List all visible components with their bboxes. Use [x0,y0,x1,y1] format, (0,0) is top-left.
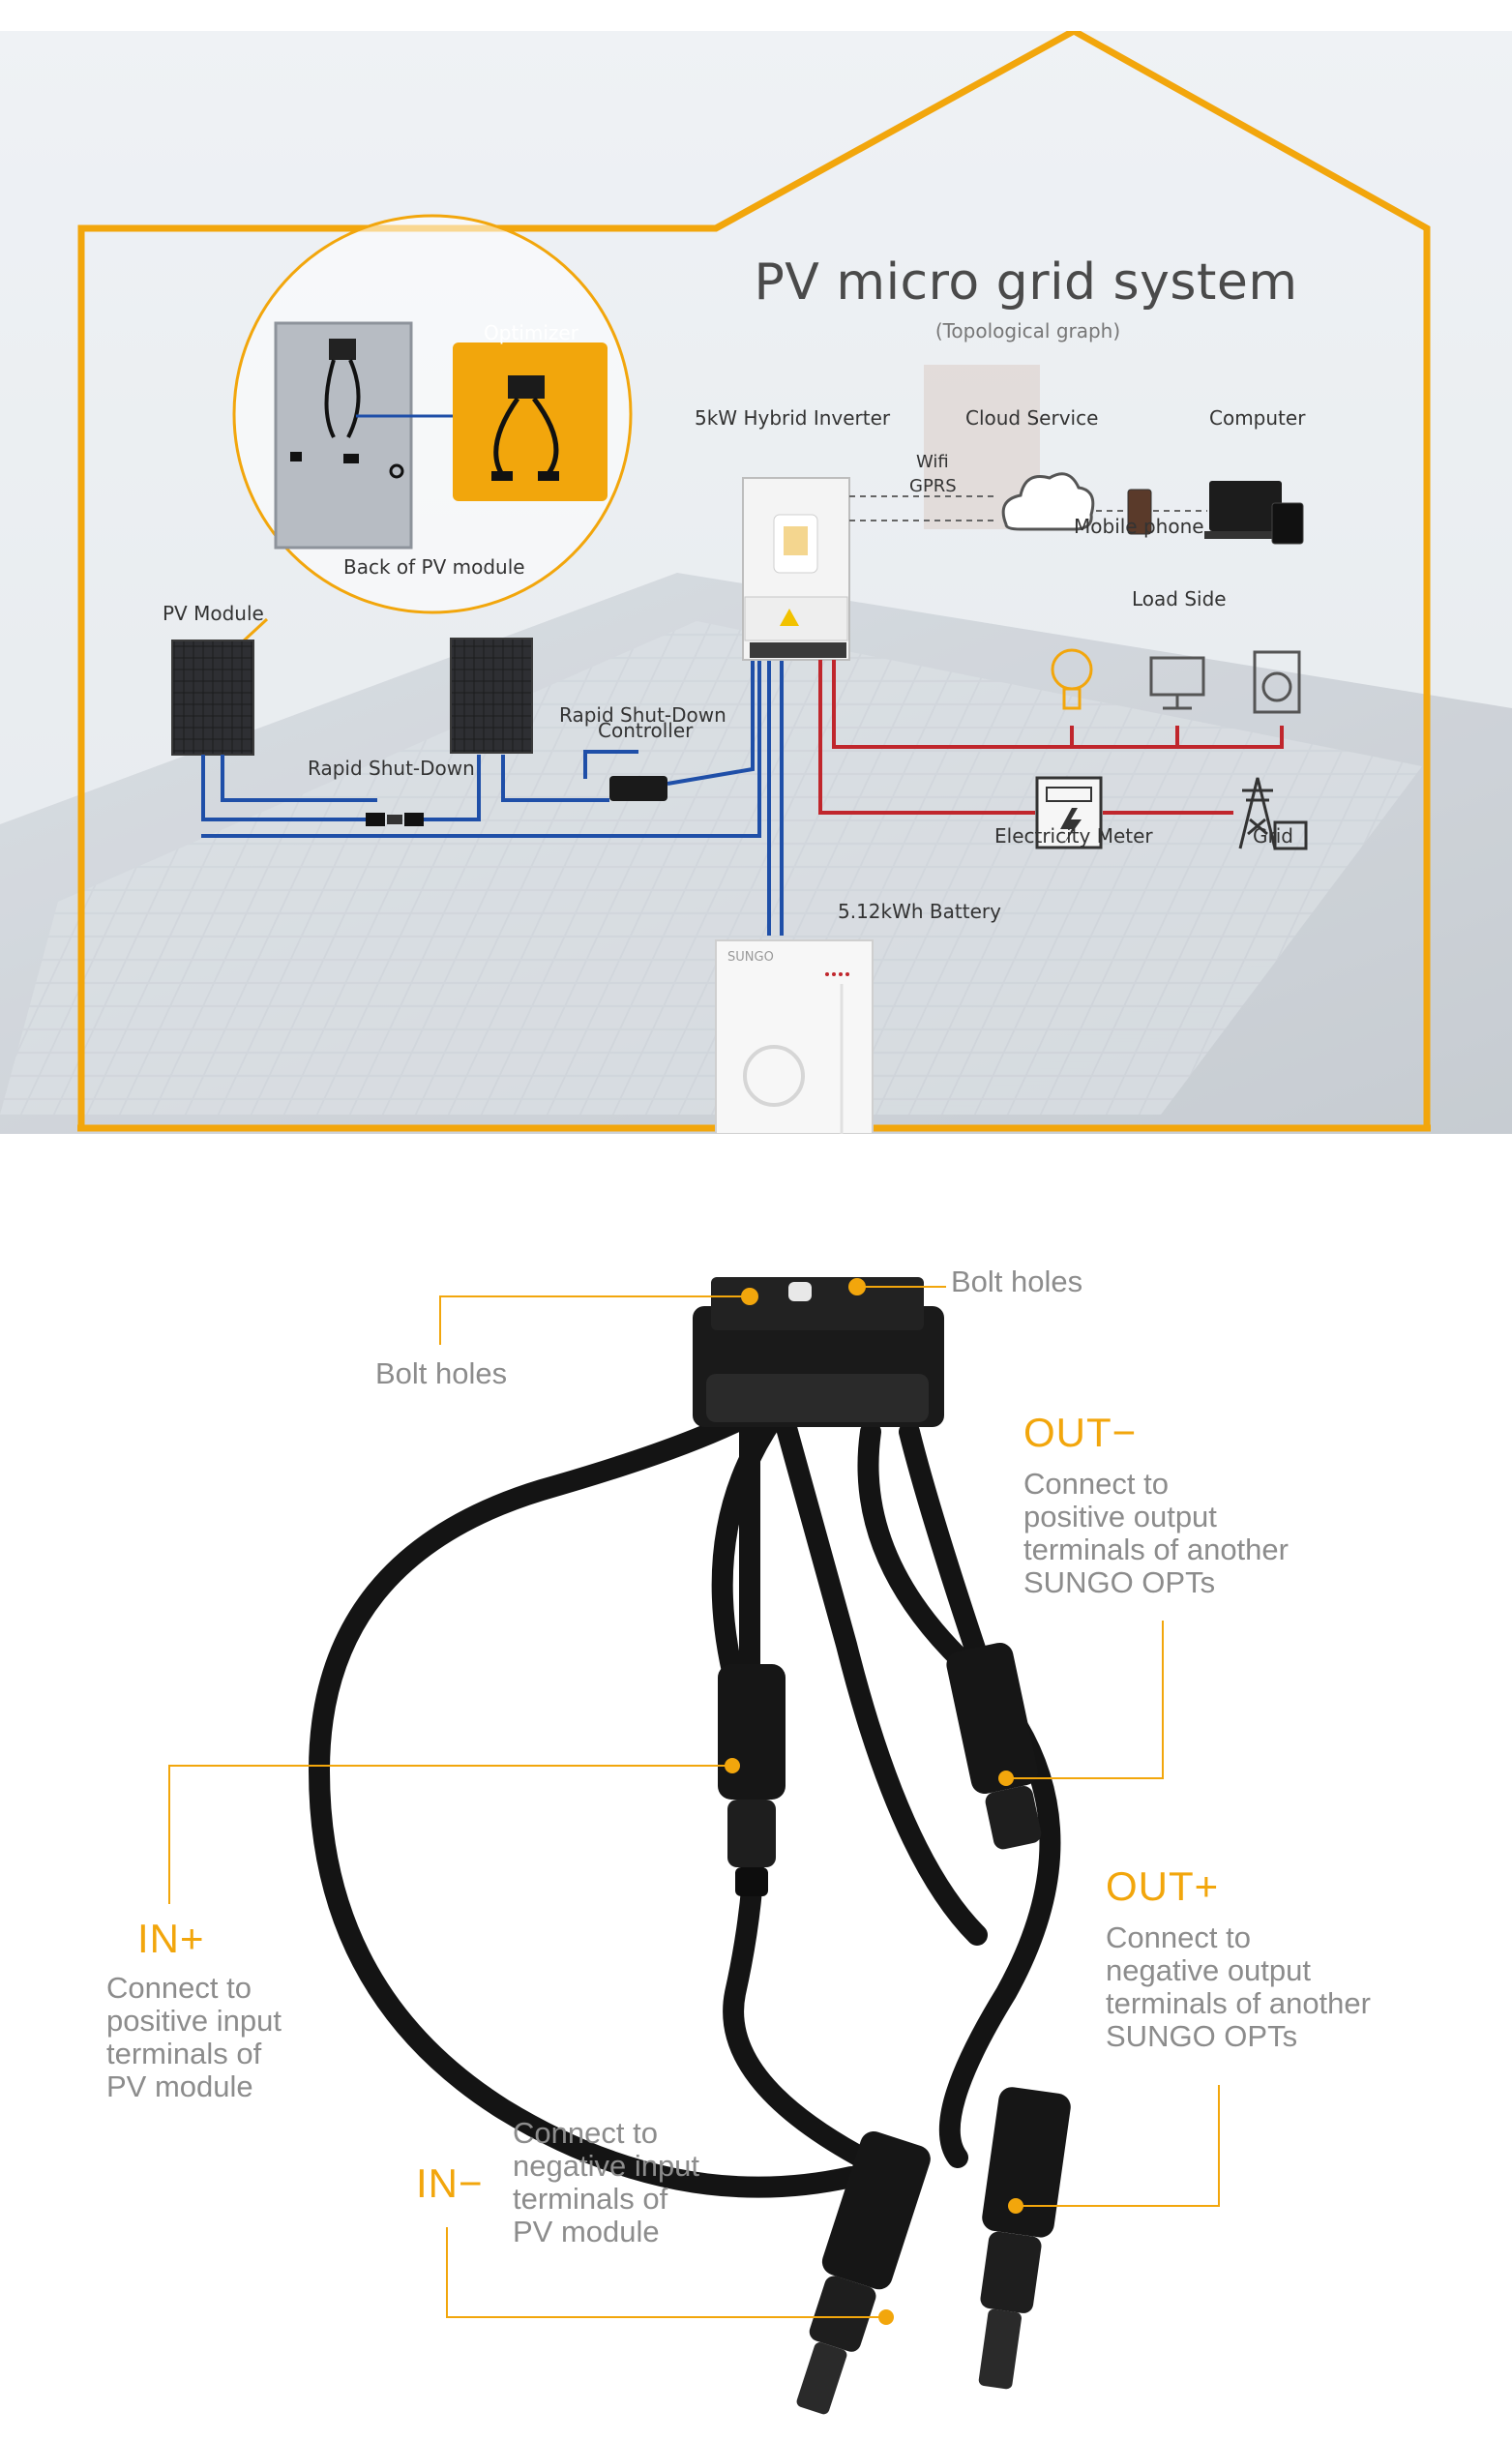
dc-wiring [201,613,784,936]
rsd-controller-label-2: Controller [598,719,694,742]
rsd-controller-label-1: Rapid Shut-Down [559,703,726,727]
house-outline [77,31,1431,1128]
battery-label: 5.12kWh Battery [838,900,1001,923]
bolt-holes-right-label: Bolt holes [951,1265,1083,1298]
optimizer-box [453,342,608,501]
in-plus-heading: IN+ [137,1916,205,1961]
in-plus-connector [718,1664,786,1896]
cloud-icon [1001,472,1095,531]
pv-module-back [274,321,413,550]
optimizer-label: Optimizer [484,321,578,344]
optimizer-drawing [168,1277,1220,2415]
ac-wiring [818,660,1284,815]
battery-brand: SUNGO [727,950,774,965]
inverter-label: 5kW Hybrid Inverter [695,406,891,430]
pv-module-2 [450,638,533,754]
pv-module-1 [171,640,254,756]
out-minus-connector [946,1642,1042,1850]
mounting-plate [711,1277,924,1330]
battery-unit [715,939,874,1134]
optimizer-cables [308,1407,1061,2198]
grid-tower-icon [1238,777,1308,850]
rapid-shutdown-label: Rapid Shut-Down [308,757,475,780]
mobile-label: Mobile phone [1074,515,1204,538]
diagram-title: PV micro grid system [754,253,1298,312]
out-plus-heading: OUT+ [1106,1863,1220,1909]
washing-machine-icon [1253,650,1301,714]
tablet-icon [1271,502,1304,545]
mobile-phone-icon [1127,489,1152,535]
electricity-meter-icon [1035,776,1103,849]
comm-links [849,495,1207,521]
in-plus-description: Connect to positive input terminals of P… [106,1971,282,2103]
computer-icon [1209,481,1282,531]
rsd-controller [609,776,667,801]
light-bulb-icon [1051,648,1093,710]
bolt-holes-left-label: Bolt holes [375,1356,508,1390]
cloud-label: Cloud Service [965,406,1099,430]
out-minus-heading: OUT− [1023,1410,1138,1455]
grid-label: Grid [1253,824,1293,848]
diagram-subtitle: (Topological graph) [934,319,1121,342]
system-diagram: PV micro grid system (Topological graph)… [0,31,1512,1134]
scene-drawing [0,31,1512,1134]
in-minus-heading: IN− [416,2160,484,2206]
wifi-label: Wifi [916,452,949,472]
in-minus-description: Connect to negative input terminals of P… [513,2116,700,2248]
load-side-label: Load Side [1132,587,1227,610]
bolt-hole-center [788,1282,812,1301]
out-plus-connector [978,2087,1071,2390]
pv-module-label: PV Module [163,602,264,625]
solar-roof-background [0,621,1422,1115]
gprs-label: GPRS [909,476,957,496]
monitor-icon [1149,656,1205,710]
callout-leaders [168,1286,1220,2318]
in-minus-connector [796,2130,931,2415]
meter-label: Electricity Meter [994,824,1153,848]
out-minus-description: Connect to positive output terminals of … [1023,1467,1289,1599]
computer-label: Computer [1209,406,1306,430]
out-plus-description: Connect to negative output terminals of … [1106,1920,1371,2053]
back-of-module-label: Back of PV module [343,555,525,579]
